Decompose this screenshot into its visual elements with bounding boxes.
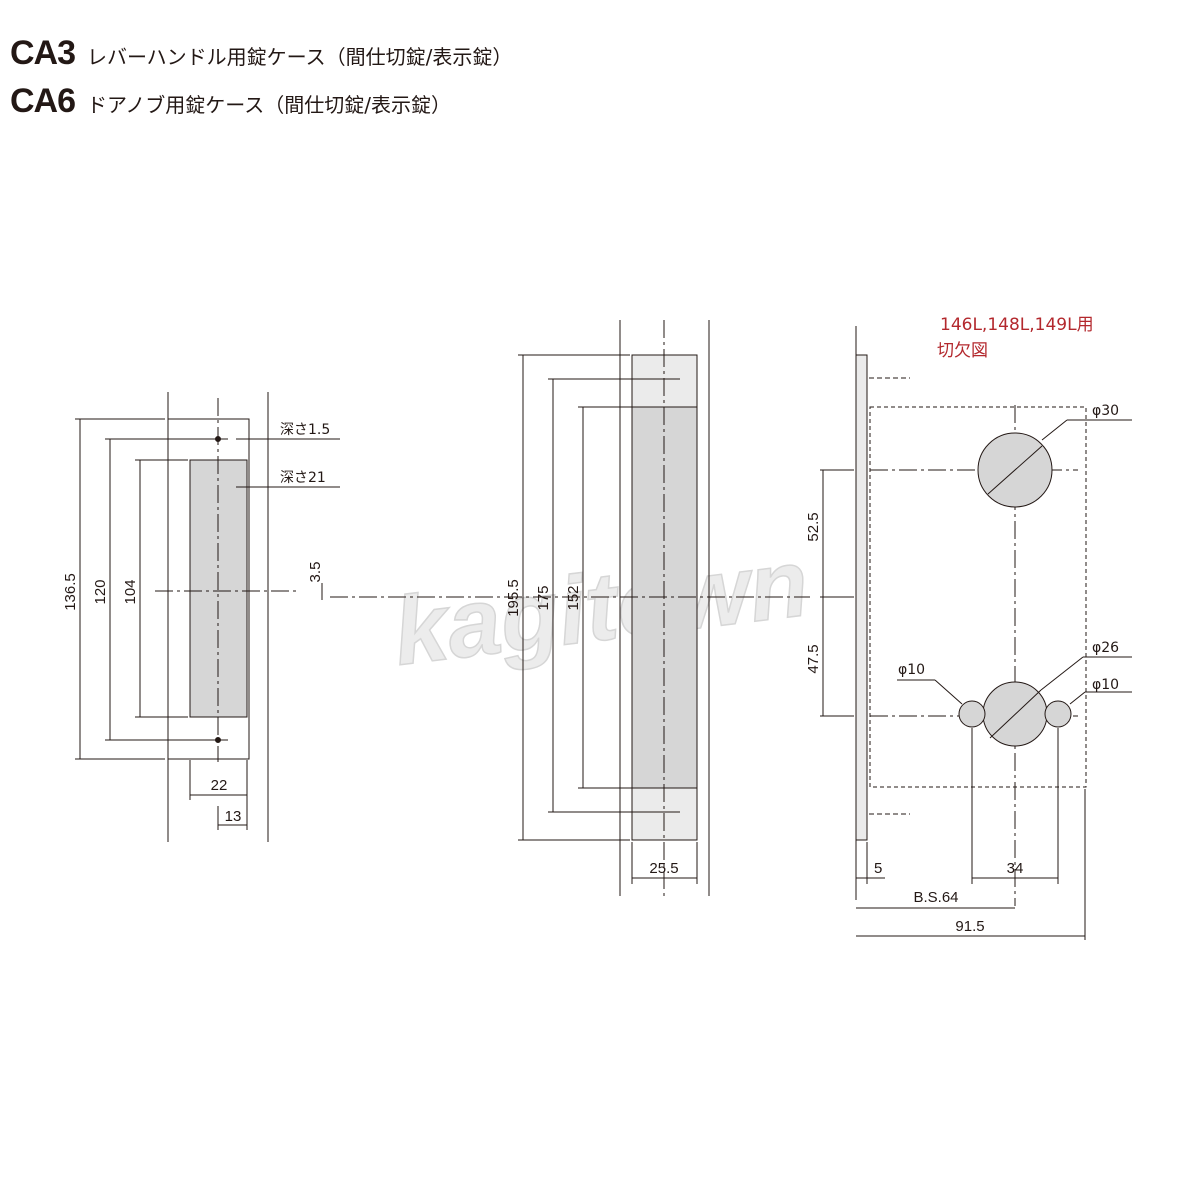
dim-faceplate: 5 [874,860,882,877]
dim-total: 91.5 [955,918,984,935]
dim-second: 175 [535,585,552,610]
model-code: CA6 [10,82,76,120]
dim-offset: 3.5 [307,562,324,583]
dim-upper: 52.5 [805,512,822,541]
cutout-outline [869,406,1087,788]
dim-lower: 47.5 [805,644,822,673]
dim-small-spacing: 34 [1007,860,1024,877]
dim-dia-small-right: φ10 [1092,677,1119,693]
model-description: レバーハンドル用錠ケース（間仕切錠/表示錠） [87,45,513,69]
left-view [75,392,340,842]
dim-overall: 195.5 [505,579,522,617]
title-ca6: CA6 ドアノブ用錠ケース（間仕切錠/表示錠） [10,82,451,121]
dim-width: 22 [211,777,228,794]
hole-10-left [958,700,986,728]
middle-view [330,320,810,896]
dim-width: 25.5 [649,860,678,877]
dim-pocket: 104 [122,579,139,604]
dim-hole-pitch: 120 [92,579,109,604]
cutout-title-line1: 146L,148L,149L用 [940,315,1094,335]
dim-dia-small-left: φ10 [898,662,925,678]
watermark: kagitown [388,529,814,686]
dim-depth: 13 [225,808,242,825]
note-shallow: 深さ1.5 [280,422,330,438]
model-code: CA3 [10,34,76,72]
model-description: ドアノブ用錠ケース（間仕切錠/表示錠） [87,93,451,117]
cutout-title-line2: 切欠図 [937,341,988,361]
note-deep: 深さ21 [280,470,326,486]
title-ca3: CA3 レバーハンドル用錠ケース（間仕切錠/表示錠） [10,34,512,73]
right-view [820,326,1132,940]
dim-third: 152 [565,585,582,610]
dim-dia-mid: φ26 [1092,640,1119,656]
faceplate-edge [855,354,868,841]
dim-dia-top: φ30 [1092,403,1119,419]
dim-backset: B.S.64 [913,889,958,906]
dim-overall: 136.5 [62,573,79,611]
hole-10-right [1044,700,1072,728]
